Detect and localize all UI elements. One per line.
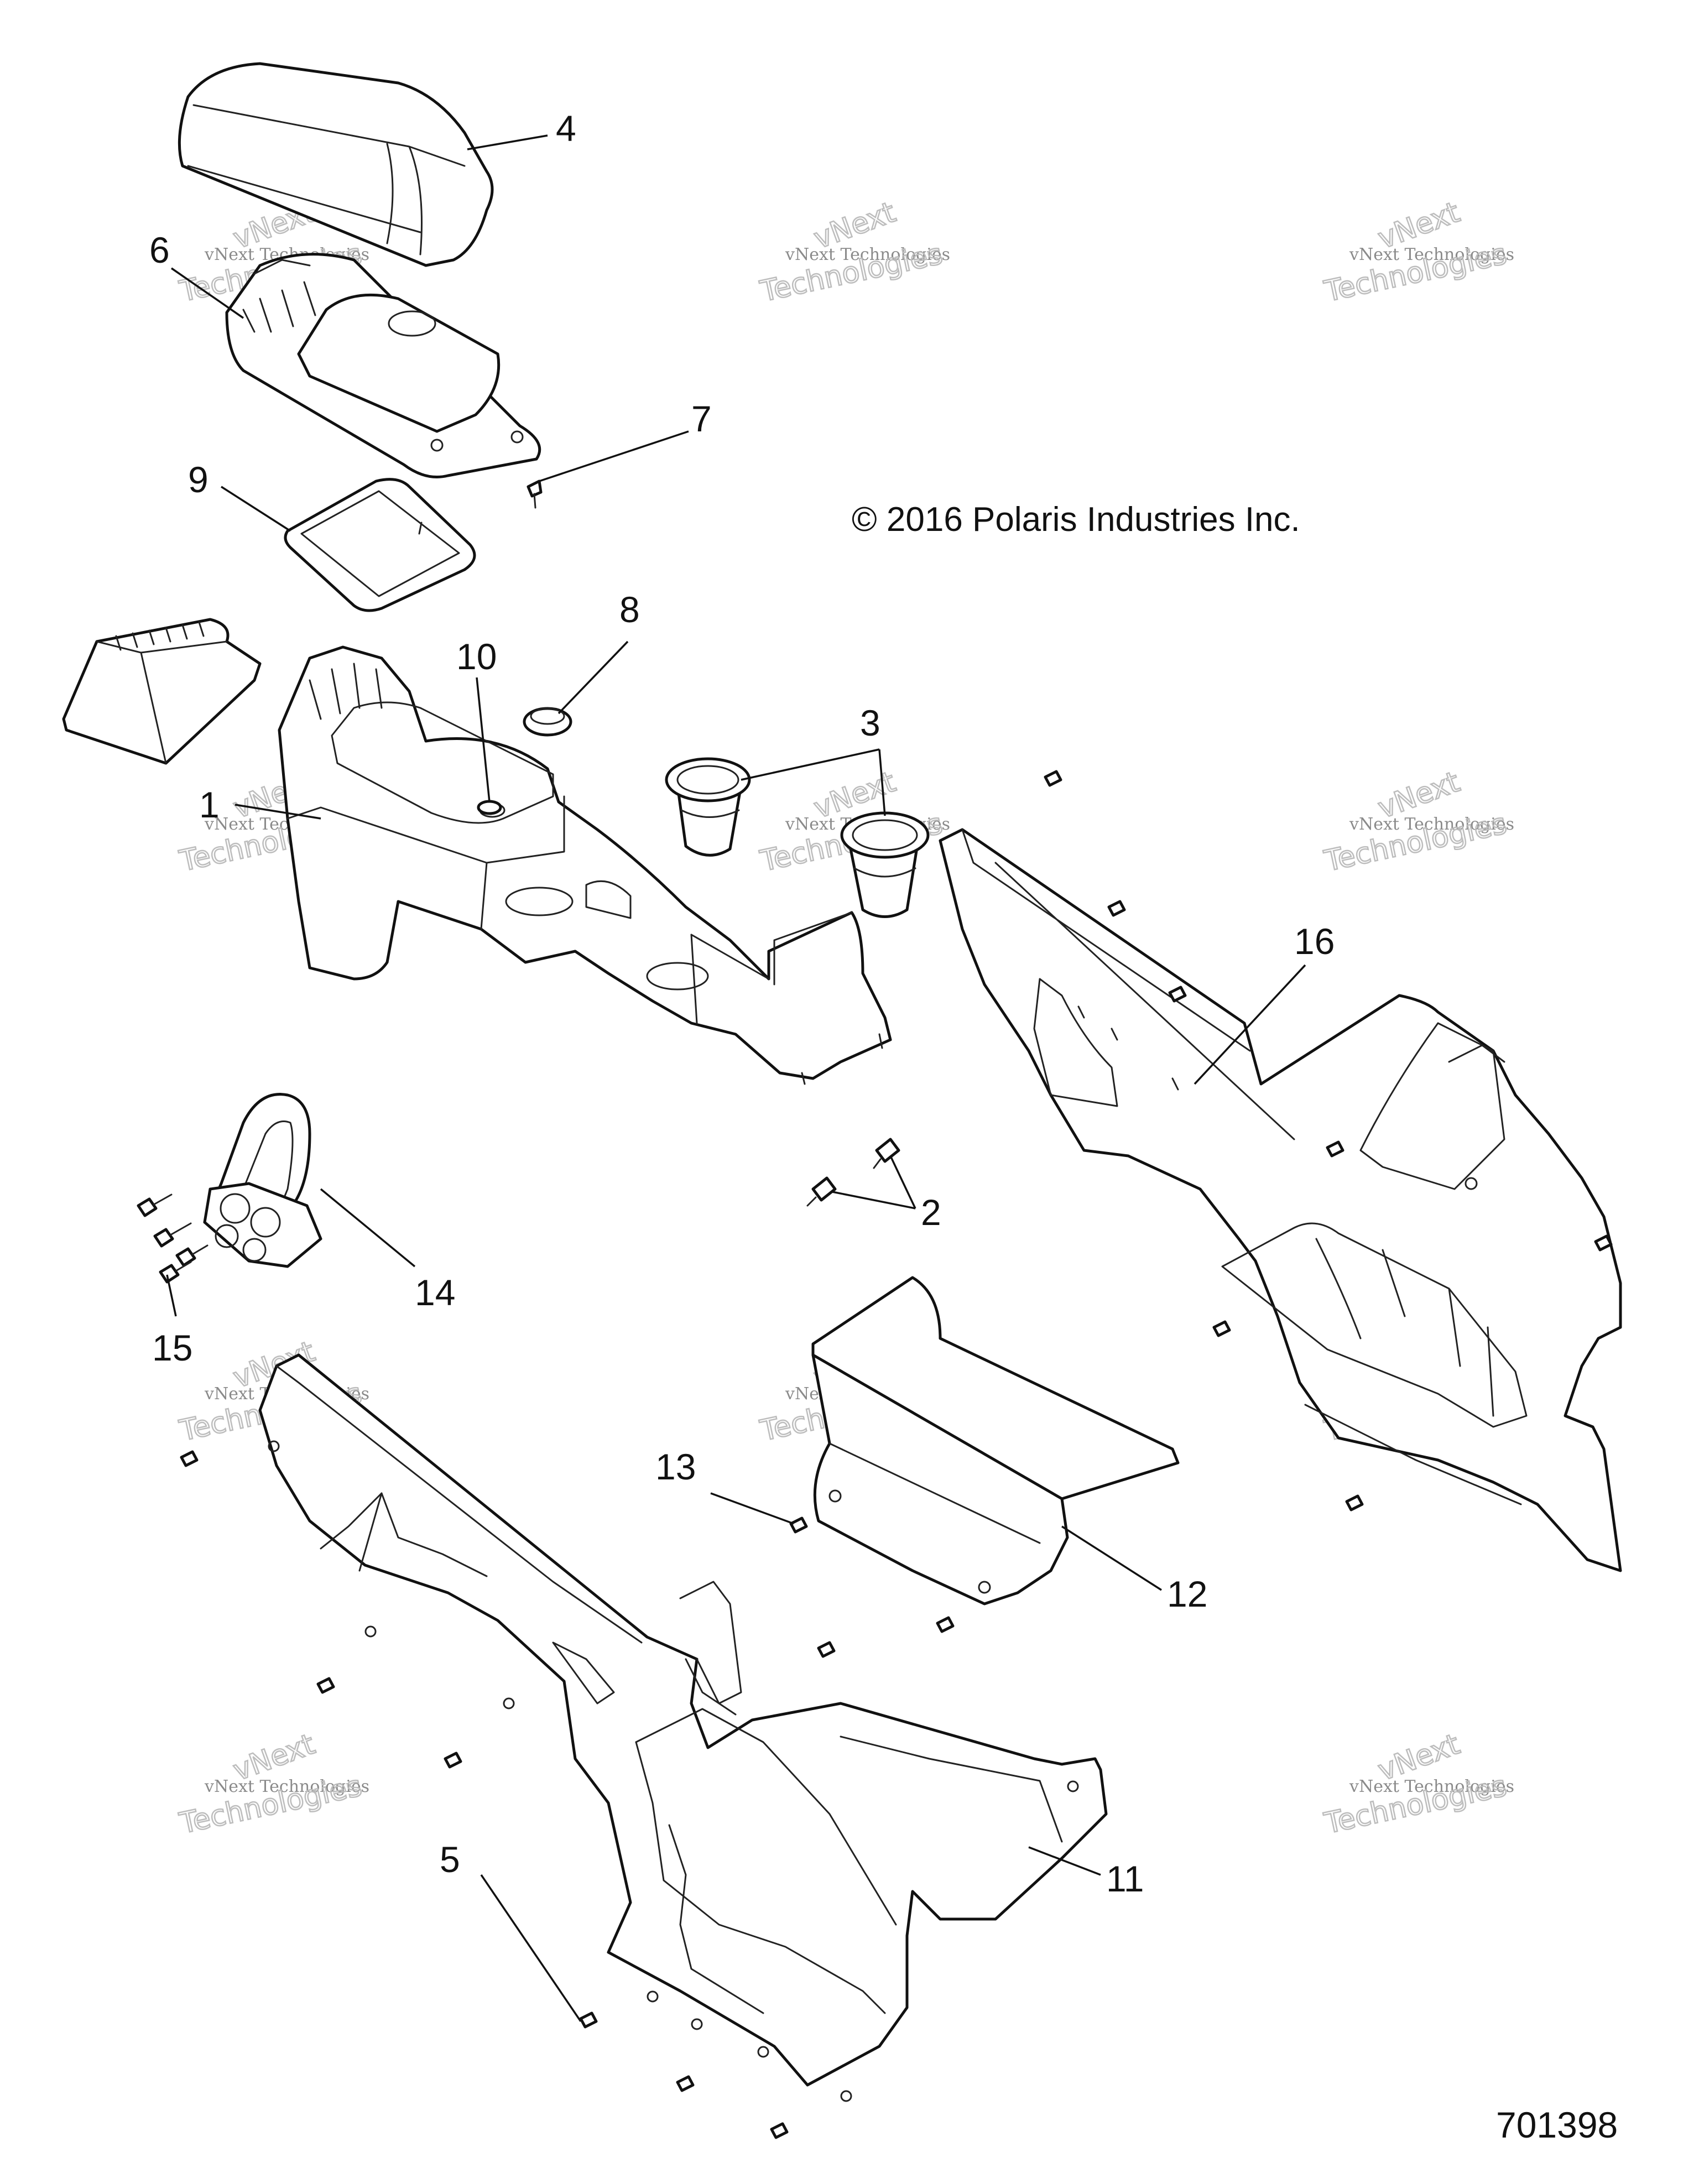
part-fasteners-left xyxy=(180,1450,789,2139)
callout-7: 7 xyxy=(691,398,712,439)
part-left-side-panel xyxy=(258,1353,1108,2102)
part-gasket xyxy=(284,478,476,612)
leader-3b xyxy=(878,749,886,816)
callout-9: 9 xyxy=(188,459,209,500)
part-center-console xyxy=(278,645,892,1085)
leader-6 xyxy=(171,267,244,319)
leader-2b xyxy=(889,1155,916,1209)
watermark: vNext vNext Technologies Technologies xyxy=(1321,195,1514,310)
part-grab-handle xyxy=(203,1093,322,1268)
watermark: vNext vNext Technologies Technologies xyxy=(757,195,950,310)
watermark-line: vNext Technologies xyxy=(1349,815,1514,834)
drawing-number: 701398 xyxy=(1496,2104,1618,2145)
callout-11: 11 xyxy=(1106,1858,1144,1899)
watermark: vNext vNext Technologies Technologies xyxy=(1321,765,1514,879)
part-storage-tray xyxy=(225,253,541,478)
leader-lines xyxy=(166,134,1306,2022)
leader-13 xyxy=(710,1492,794,1525)
leader-7 xyxy=(539,430,689,482)
callout-12: 12 xyxy=(1167,1573,1207,1614)
leader-2a xyxy=(832,1191,916,1210)
callout-13: 13 xyxy=(655,1446,696,1487)
copyright-notice: © 2016 Polaris Industries Inc. xyxy=(852,501,1300,539)
watermark: vNext vNext Technologies Technologies xyxy=(176,1727,369,1842)
leader-12 xyxy=(1061,1525,1162,1591)
leader-9 xyxy=(221,486,291,532)
part-fasteners-middle xyxy=(817,1616,955,1658)
watermark-line: vNext Technologies xyxy=(1349,245,1514,264)
callout-3: 3 xyxy=(860,702,880,743)
part-fasteners-right xyxy=(1044,770,1613,1511)
part-storage-lid xyxy=(178,62,494,267)
watermark-line: vNext Technologies xyxy=(1349,1777,1514,1796)
part-fastener-13 xyxy=(789,1516,808,1534)
callout-14: 14 xyxy=(415,1272,455,1313)
watermark-line: vNext Technologies xyxy=(204,1777,369,1796)
callout-labels: 1 2 3 4 5 6 7 8 9 10 11 12 13 14 15 16 xyxy=(149,108,1335,1899)
part-cup-holder-a xyxy=(665,757,751,857)
leader-10 xyxy=(476,677,491,802)
part-floor-tray xyxy=(811,1276,1180,1606)
callout-16: 16 xyxy=(1294,921,1335,962)
part-plug-10 xyxy=(477,800,502,815)
callout-8: 8 xyxy=(619,589,640,630)
part-cup-holder-b xyxy=(840,811,930,918)
part-screw-7 xyxy=(527,479,543,509)
watermark: vNext vNext Technologies Technologies xyxy=(1321,1727,1514,1842)
leader-16 xyxy=(1194,964,1306,1085)
callout-15: 15 xyxy=(152,1327,192,1368)
leader-15 xyxy=(166,1274,177,1317)
leader-1 xyxy=(234,804,321,820)
leader-3a xyxy=(741,748,880,781)
part-vent-cover xyxy=(62,618,262,765)
part-bolts xyxy=(137,1193,209,1284)
leader-4 xyxy=(467,134,548,150)
callout-5: 5 xyxy=(440,1839,460,1880)
callout-6: 6 xyxy=(149,230,170,270)
part-push-pin-a xyxy=(806,1176,837,1207)
callout-1: 1 xyxy=(199,784,220,825)
callout-4: 4 xyxy=(556,108,576,149)
leader-5 xyxy=(480,1874,582,2022)
part-grommet xyxy=(523,707,572,737)
part-push-pin-b xyxy=(873,1138,900,1169)
callout-10: 10 xyxy=(456,636,497,677)
part-right-side-panel xyxy=(939,828,1622,1572)
leader-14 xyxy=(320,1188,416,1268)
leader-11 xyxy=(1028,1846,1101,1876)
leader-8 xyxy=(557,640,629,715)
callout-2: 2 xyxy=(921,1192,941,1233)
watermark-line: vNext Technologies xyxy=(785,245,950,264)
